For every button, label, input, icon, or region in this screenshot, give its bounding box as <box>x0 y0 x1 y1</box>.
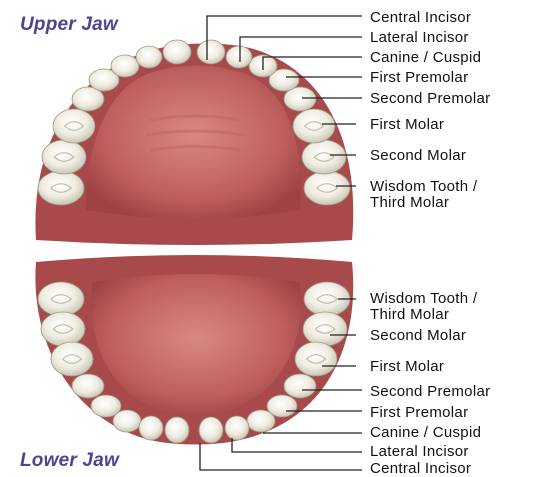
lower-left-canine <box>113 410 141 432</box>
upper-right-first-molar <box>293 109 335 143</box>
label-upper-canine: Canine / Cuspid <box>370 50 481 65</box>
label-upper-third-molar: Third Molar <box>370 195 449 210</box>
lower-left-second-premolar <box>72 374 104 398</box>
lower-left-central-incisor <box>165 417 189 443</box>
upper-right-third-molar <box>304 171 350 205</box>
label-lower-second-premolar: Second Premolar <box>370 384 490 399</box>
lower-right-lateral-incisor <box>225 416 249 440</box>
label-upper-second-molar: Second Molar <box>370 148 466 163</box>
lower-right-first-molar <box>295 342 337 376</box>
lower-right-central-incisor <box>199 417 223 443</box>
label-lower-third-molar: Third Molar <box>370 307 449 322</box>
upper-right-second-molar <box>302 140 346 174</box>
lower-left-second-molar <box>41 312 85 346</box>
label-lower-second-molar: Second Molar <box>370 328 466 343</box>
label-upper-lateral-incisor: Lateral Incisor <box>370 30 469 45</box>
label-upper-central-incisor: Central Incisor <box>370 10 471 25</box>
lower-left-lateral-incisor <box>139 416 163 440</box>
leader-lower-lateral-incisor <box>232 438 362 452</box>
lower-right-canine <box>247 410 275 432</box>
label-upper-first-premolar: First Premolar <box>370 70 468 85</box>
upper-left-first-molar <box>53 109 95 143</box>
label-lower-canine: Canine / Cuspid <box>370 425 481 440</box>
upper-left-lateral-incisor <box>136 46 162 68</box>
leader-lower-central-incisor <box>200 443 362 470</box>
label-upper-wisdom-tooth: Wisdom Tooth / <box>370 179 477 194</box>
upper-left-central-incisor <box>163 40 191 64</box>
lower-right-second-molar <box>303 312 347 346</box>
lower-left-third-molar <box>38 282 84 316</box>
lower-right-second-premolar <box>284 374 316 398</box>
upper-left-second-molar <box>42 140 86 174</box>
label-lower-first-molar: First Molar <box>370 359 444 374</box>
lower-left-first-molar <box>51 342 93 376</box>
label-lower-lateral-incisor: Lateral Incisor <box>370 444 469 459</box>
label-lower-central-incisor: Central Incisor <box>370 461 471 476</box>
upper-right-lateral-incisor <box>226 46 252 68</box>
upper-left-canine <box>111 55 139 77</box>
upper-jaw-title: Upper Jaw <box>20 14 118 36</box>
label-upper-second-premolar: Second Premolar <box>370 91 490 106</box>
upper-left-third-molar <box>38 171 84 205</box>
label-lower-first-premolar: First Premolar <box>370 405 468 420</box>
upper-right-central-incisor <box>197 40 225 64</box>
label-upper-first-molar: First Molar <box>370 117 444 132</box>
lower-jaw-title: Lower Jaw <box>20 450 119 472</box>
label-lower-wisdom-tooth: Wisdom Tooth / <box>370 291 477 306</box>
